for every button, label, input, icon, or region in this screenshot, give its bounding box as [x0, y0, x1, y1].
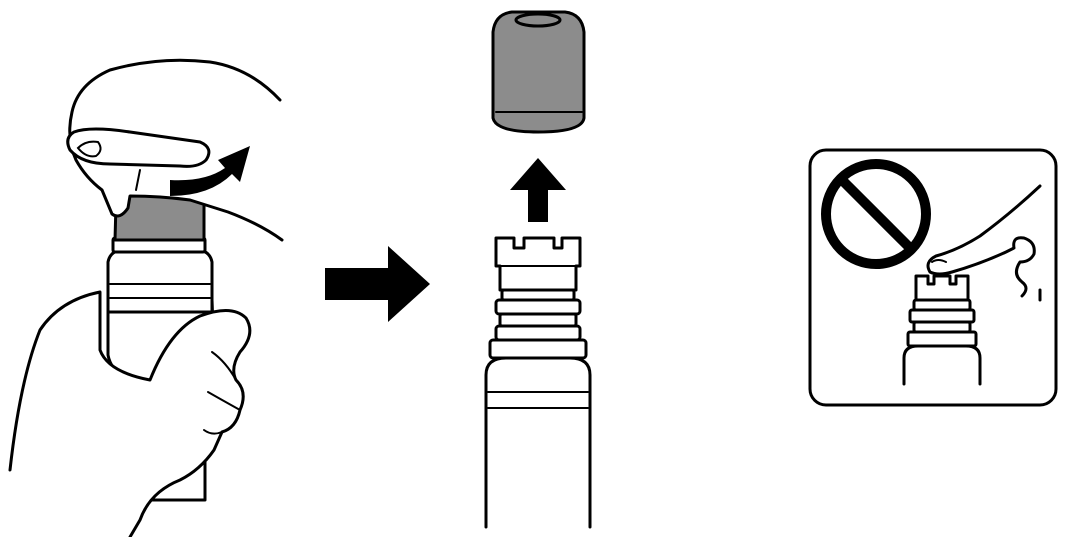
warning-neck-collar — [908, 332, 976, 346]
nozzle-ring — [496, 300, 580, 314]
up-arrow-icon — [510, 158, 566, 222]
warning-bottle-body — [904, 346, 980, 384]
bottle-shoulder — [108, 250, 212, 312]
nozzle-ring — [500, 314, 576, 326]
bottle-nozzle — [496, 238, 580, 290]
nozzle-ring — [496, 326, 580, 340]
panel-twist-cap — [10, 60, 282, 537]
warning-nozzle-ring — [910, 310, 974, 322]
removed-cap — [493, 12, 584, 132]
panel-do-not-touch — [810, 150, 1056, 405]
next-step-arrow-icon — [325, 246, 430, 322]
neck-collar — [490, 340, 586, 358]
warning-bottle-nozzle — [916, 276, 968, 300]
panel-lift-cap — [486, 12, 590, 527]
bottle-body — [486, 358, 590, 527]
